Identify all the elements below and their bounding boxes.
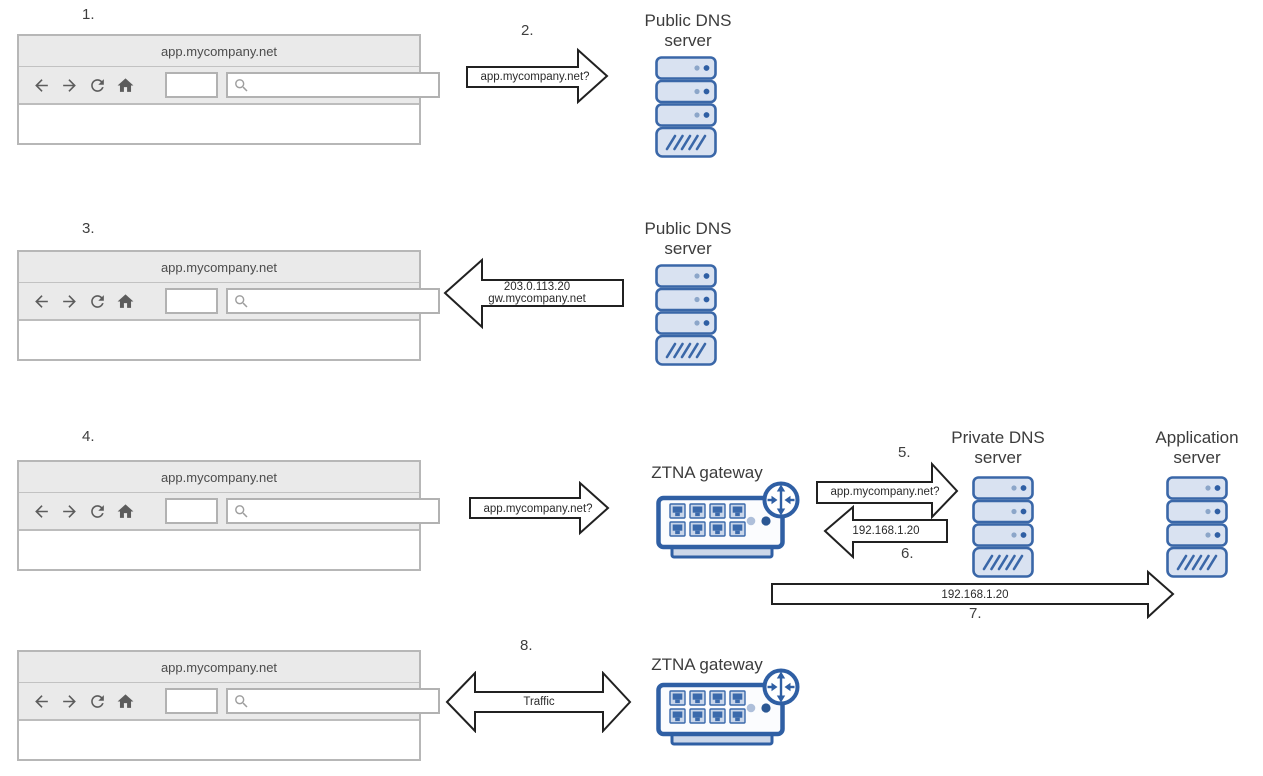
home-icon xyxy=(116,692,135,711)
step-number-5: 5. xyxy=(898,444,911,461)
home-icon xyxy=(116,76,135,95)
browser-title-bar: app.mycompany.net xyxy=(19,652,419,683)
arrow-step2-text: app.mycompany.net? xyxy=(480,71,590,83)
arrow-step3-line1: 203.0.113.20 xyxy=(503,281,571,293)
label-line1: Public DNS xyxy=(644,219,732,238)
step-number-3: 3. xyxy=(82,220,95,237)
step-number-4: 4. xyxy=(82,428,95,445)
refresh-icon xyxy=(88,292,107,311)
home-icon xyxy=(116,502,135,521)
server-icon-public-dns-row1 xyxy=(655,56,717,158)
back-icon xyxy=(32,692,51,711)
label-ztna-gateway-row4: ZTNA gateway xyxy=(651,655,763,674)
arrow-step6-text: 192.168.1.20 xyxy=(852,525,920,537)
label-application-server: Application server xyxy=(1122,428,1263,468)
browser-window: app.mycompany.net xyxy=(17,650,440,761)
browser-url: app.mycompany.net xyxy=(160,469,278,485)
arrow-step8-traffic xyxy=(445,671,632,733)
server-icon-application xyxy=(1166,476,1228,578)
browser-window: app.mycompany.net xyxy=(17,250,440,361)
browser-title-bar: app.mycompany.net xyxy=(19,36,419,67)
address-box xyxy=(165,72,218,98)
forward-icon xyxy=(60,292,79,311)
arrow-step8-text: Traffic xyxy=(523,696,555,708)
browser-toolbar xyxy=(19,683,440,721)
arrow-step3-dns-response xyxy=(443,257,624,330)
server-icon-private-dns xyxy=(972,476,1034,578)
browser-url: app.mycompany.net xyxy=(160,43,278,59)
ztna-gateway-icon-row3 xyxy=(654,464,806,560)
label-public-dns-server-row2: Public DNS server xyxy=(613,219,763,259)
step-number-1: 1. xyxy=(82,6,95,23)
search-field xyxy=(226,688,440,714)
home-icon xyxy=(116,292,135,311)
label-line1: Private DNS xyxy=(951,428,1045,447)
arrow-step5-dns-query xyxy=(816,461,959,520)
label-line2: server xyxy=(664,239,712,258)
label-line2: server xyxy=(664,31,712,50)
search-field xyxy=(226,288,440,314)
step-number-6: 6. xyxy=(901,545,914,562)
arrow-step2-dns-query xyxy=(466,47,609,105)
browser-title-bar: app.mycompany.net xyxy=(19,462,419,493)
label-line2: server xyxy=(974,448,1022,467)
address-box xyxy=(165,688,218,714)
label-private-dns-server: Private DNS server xyxy=(923,428,1073,468)
arrow-step7-text: 192.168.1.20 xyxy=(941,589,1009,601)
refresh-icon xyxy=(88,502,107,521)
search-icon xyxy=(233,77,250,94)
step-number-7: 7. xyxy=(969,605,982,622)
back-icon xyxy=(32,292,51,311)
back-icon xyxy=(32,76,51,95)
label-line1: Public DNS xyxy=(644,11,732,30)
arrow-step7-connection xyxy=(771,569,1175,619)
search-icon xyxy=(233,693,250,710)
arrow-step4-text: app.mycompany.net? xyxy=(483,503,593,515)
search-field xyxy=(226,72,440,98)
browser-url: app.mycompany.net xyxy=(160,259,278,275)
label-line1: Application xyxy=(1155,428,1239,447)
arrow-step6-dns-response xyxy=(823,505,948,560)
browser-toolbar xyxy=(19,283,440,321)
browser-window: app.mycompany.net xyxy=(17,34,440,145)
forward-icon xyxy=(60,76,79,95)
forward-icon xyxy=(60,692,79,711)
address-box xyxy=(165,498,218,524)
browser-toolbar xyxy=(19,493,440,531)
arrow-step3-line2: gw.mycompany.net xyxy=(488,293,586,305)
search-icon xyxy=(233,293,250,310)
back-icon xyxy=(32,502,51,521)
ztna-gateway-icon-row4 xyxy=(654,651,806,747)
label-public-dns-server-row1: Public DNS server xyxy=(613,11,763,51)
refresh-icon xyxy=(88,692,107,711)
arrow-step3-text: 203.0.113.20 gw.mycompany.net xyxy=(479,281,595,305)
browser-window: app.mycompany.net xyxy=(17,460,440,571)
browser-toolbar xyxy=(19,67,440,105)
label-line2: server xyxy=(1173,448,1221,467)
arrow-step4-dns-query xyxy=(469,481,610,536)
arrow-step5-text: app.mycompany.net? xyxy=(830,486,940,498)
address-box xyxy=(165,288,218,314)
search-field xyxy=(226,498,440,524)
search-icon xyxy=(233,503,250,520)
forward-icon xyxy=(60,502,79,521)
refresh-icon xyxy=(88,76,107,95)
step-number-2: 2. xyxy=(521,22,534,39)
server-icon-public-dns-row2 xyxy=(655,264,717,366)
browser-url: app.mycompany.net xyxy=(160,659,278,675)
step-number-8: 8. xyxy=(520,637,533,654)
browser-title-bar: app.mycompany.net xyxy=(19,252,419,283)
label-ztna-gateway-row3: ZTNA gateway xyxy=(651,463,763,482)
